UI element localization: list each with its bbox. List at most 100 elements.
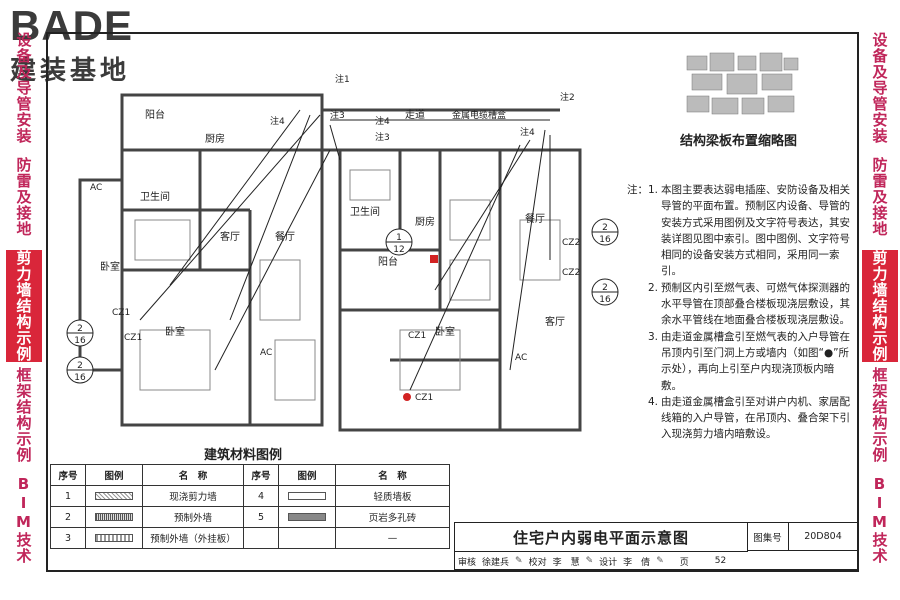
room-label: 厨房 <box>205 132 225 145</box>
plan-furniture <box>134 169 561 401</box>
drawing-title: 住宅户内弱电平面示意图 <box>455 523 748 552</box>
tab-label: 框架结构示例 <box>14 367 33 463</box>
note-num: 1. <box>647 184 658 196</box>
room-label: 卫生间 <box>140 190 170 203</box>
room-label: 卧室 <box>435 325 455 338</box>
tab-label: BIM技术 <box>870 474 889 564</box>
floor-plan: 阳台 厨房 卫生间 卧室 客厅 餐厅 卧室 走道 卫生间 厨房 阳台 餐厅 卧室… <box>66 73 619 432</box>
svg-text:2: 2 <box>602 223 608 233</box>
room-label: 卧室 <box>165 325 185 338</box>
note-item: 4. 由走道金属槽盒引至对讲户内机、家居配线箱的入户导管，在吊顶内、叠合架下引入… <box>622 394 854 443</box>
right-tab-strip: 设备及导管安装 防雷及接地 剪力墙结构示例 框架结构示例 BIM技术 <box>862 32 898 572</box>
legend-swatch <box>85 527 143 549</box>
annotation: AC <box>90 183 102 193</box>
tab-shear-wall[interactable]: 剪力墙结构示例 <box>862 250 898 364</box>
note-number: 3. <box>647 330 658 343</box>
tab-equipment[interactable]: 设备及导管安装 <box>862 32 898 146</box>
tab-label: 防雷及接地 <box>14 157 33 237</box>
annotation: AC <box>260 348 272 358</box>
legend-header: 名 称 <box>142 464 244 486</box>
note-number: 4. <box>647 395 658 408</box>
design-label: 设计 <box>599 557 618 568</box>
socket-marker <box>430 255 438 263</box>
room-label: 卧室 <box>100 260 120 273</box>
tab-lightning[interactable]: 防雷及接地 <box>6 146 42 250</box>
svg-text:2: 2 <box>77 361 83 371</box>
notes-label: 注： <box>626 184 648 196</box>
atlas-label: 图集号 <box>747 523 789 551</box>
logo-subtitle: 建装基地 <box>10 56 131 86</box>
legend-no: 5 <box>243 506 279 528</box>
svg-text:16: 16 <box>599 235 611 245</box>
legend-name: 轻质墙板 <box>335 485 450 507</box>
legend-swatch <box>85 485 143 507</box>
svg-text:2: 2 <box>77 324 83 334</box>
legend-table: 序号 图例 名 称 序号 图例 名 称 1 现浇剪力墙 4 轻质墙板 2 预制外… <box>50 464 450 549</box>
legend-swatch <box>85 506 143 528</box>
legend-header-row: 序号 图例 名 称 序号 图例 名 称 <box>50 464 450 486</box>
index-callout: 2 16 <box>591 278 619 306</box>
legend-name: 预制外墙 <box>142 506 244 528</box>
signature-mark: ✎ <box>585 556 594 566</box>
annotation: CZ1 <box>408 331 426 341</box>
legend-no: 1 <box>50 485 86 507</box>
note-text: 由走道金属槽盒引至燃气表的入户导管在吊顶内引至门洞上方或墙内（如图“●”所示处）… <box>661 330 850 392</box>
tab-label: 剪力墙结构示例 <box>14 250 33 362</box>
annotation: 金属电缆槽盒 <box>452 109 506 121</box>
review-label: 审核 <box>458 557 477 568</box>
index-callout: 2 16 <box>591 218 619 246</box>
tab-label: 设备及导管安装 <box>14 32 33 144</box>
annotation: CZ2 <box>562 268 580 278</box>
note-text: 由走道金属槽盒引至对讲户内机、家居配线箱的入户导管，在吊顶内、叠合架下引入现浇剪… <box>661 395 850 441</box>
index-callout: 2 16 <box>66 356 94 384</box>
tab-bim[interactable]: BIM技术 <box>6 468 42 572</box>
room-label: 餐厅 <box>275 230 295 243</box>
svg-text:16: 16 <box>599 295 611 305</box>
checker-name: 李 慧 <box>552 557 580 568</box>
reviewer-name: 徐建兵 <box>482 557 510 568</box>
signature-mark: ✎ <box>656 556 664 566</box>
tab-lightning[interactable]: 防雷及接地 <box>862 146 898 250</box>
legend-swatch <box>278 485 336 507</box>
tab-equipment[interactable]: 设备及导管安装 <box>6 32 42 146</box>
note-text: 预制区内引至燃气表、可燃气体探测器的水平导管在顶部叠合楼板现浇层敷设，其余水平管… <box>661 281 850 327</box>
legend-header: 名 称 <box>335 464 450 486</box>
annotation: 注4 <box>375 115 390 127</box>
room-label: 阳台 <box>378 255 398 268</box>
room-label: 餐厅 <box>525 212 545 225</box>
annotation: 注1 <box>335 73 350 85</box>
notes: 注：1. 本图主要表达弱电插座、安防设备及相关导管的平面布置。预制区内设备、导管… <box>622 182 854 443</box>
drawing-frame <box>46 32 859 572</box>
legend-row: 3 预制外墙（外挂板） — <box>50 527 450 549</box>
room-label: 走道 <box>405 108 425 121</box>
tab-frame[interactable]: 框架结构示例 <box>862 364 898 468</box>
left-tab-strip: 设备及导管安装 防雷及接地 剪力墙结构示例 框架结构示例 BIM技术 <box>6 32 42 572</box>
socket-markers <box>403 255 438 401</box>
tab-shear-wall[interactable]: 剪力墙结构示例 <box>6 250 42 364</box>
index-callouts: 2 16 2 16 1 12 2 16 2 16 <box>66 218 619 384</box>
note-number: 注：1. <box>622 182 661 280</box>
legend-no: 3 <box>50 527 86 549</box>
index-callout: 1 12 <box>385 228 413 256</box>
note-item: 注：1. 本图主要表达弱电插座、安防设备及相关导管的平面布置。预制区内设备、导管… <box>622 182 854 280</box>
page-label: 页 <box>679 557 689 568</box>
gas-meter-marker <box>403 393 411 401</box>
logo-text: BADE <box>10 2 134 49</box>
annotation: AC <box>515 353 527 363</box>
minimap-title: 结构梁板布置缩略图 <box>680 134 798 149</box>
signature-mark: ✎ <box>515 556 523 566</box>
svg-text:12: 12 <box>393 245 404 255</box>
legend-row: 1 现浇剪力墙 4 轻质墙板 <box>50 485 450 507</box>
legend-swatch <box>278 506 336 528</box>
tab-bim[interactable]: BIM技术 <box>862 468 898 572</box>
note-number: 2. <box>647 281 658 294</box>
legend-name: 预制外墙（外挂板） <box>142 527 244 549</box>
room-labels: 阳台 厨房 卫生间 卧室 客厅 餐厅 卧室 走道 卫生间 厨房 阳台 餐厅 卧室… <box>100 108 565 338</box>
legend-header: 图例 <box>278 464 336 486</box>
note-item: 3. 由走道金属槽盒引至燃气表的入户导管在吊顶内引至门洞上方或墙内（如图“●”所… <box>622 329 854 394</box>
legend-name: — <box>335 527 450 549</box>
page-number: 52 <box>714 556 727 566</box>
plan-annotations: 注1 注3 注4 注3 注4 注2 注4 金属电缆槽盒 CZ1 CZ1 CZ1 … <box>90 73 580 403</box>
tab-frame[interactable]: 框架结构示例 <box>6 364 42 468</box>
legend-header: 序号 <box>50 464 86 486</box>
